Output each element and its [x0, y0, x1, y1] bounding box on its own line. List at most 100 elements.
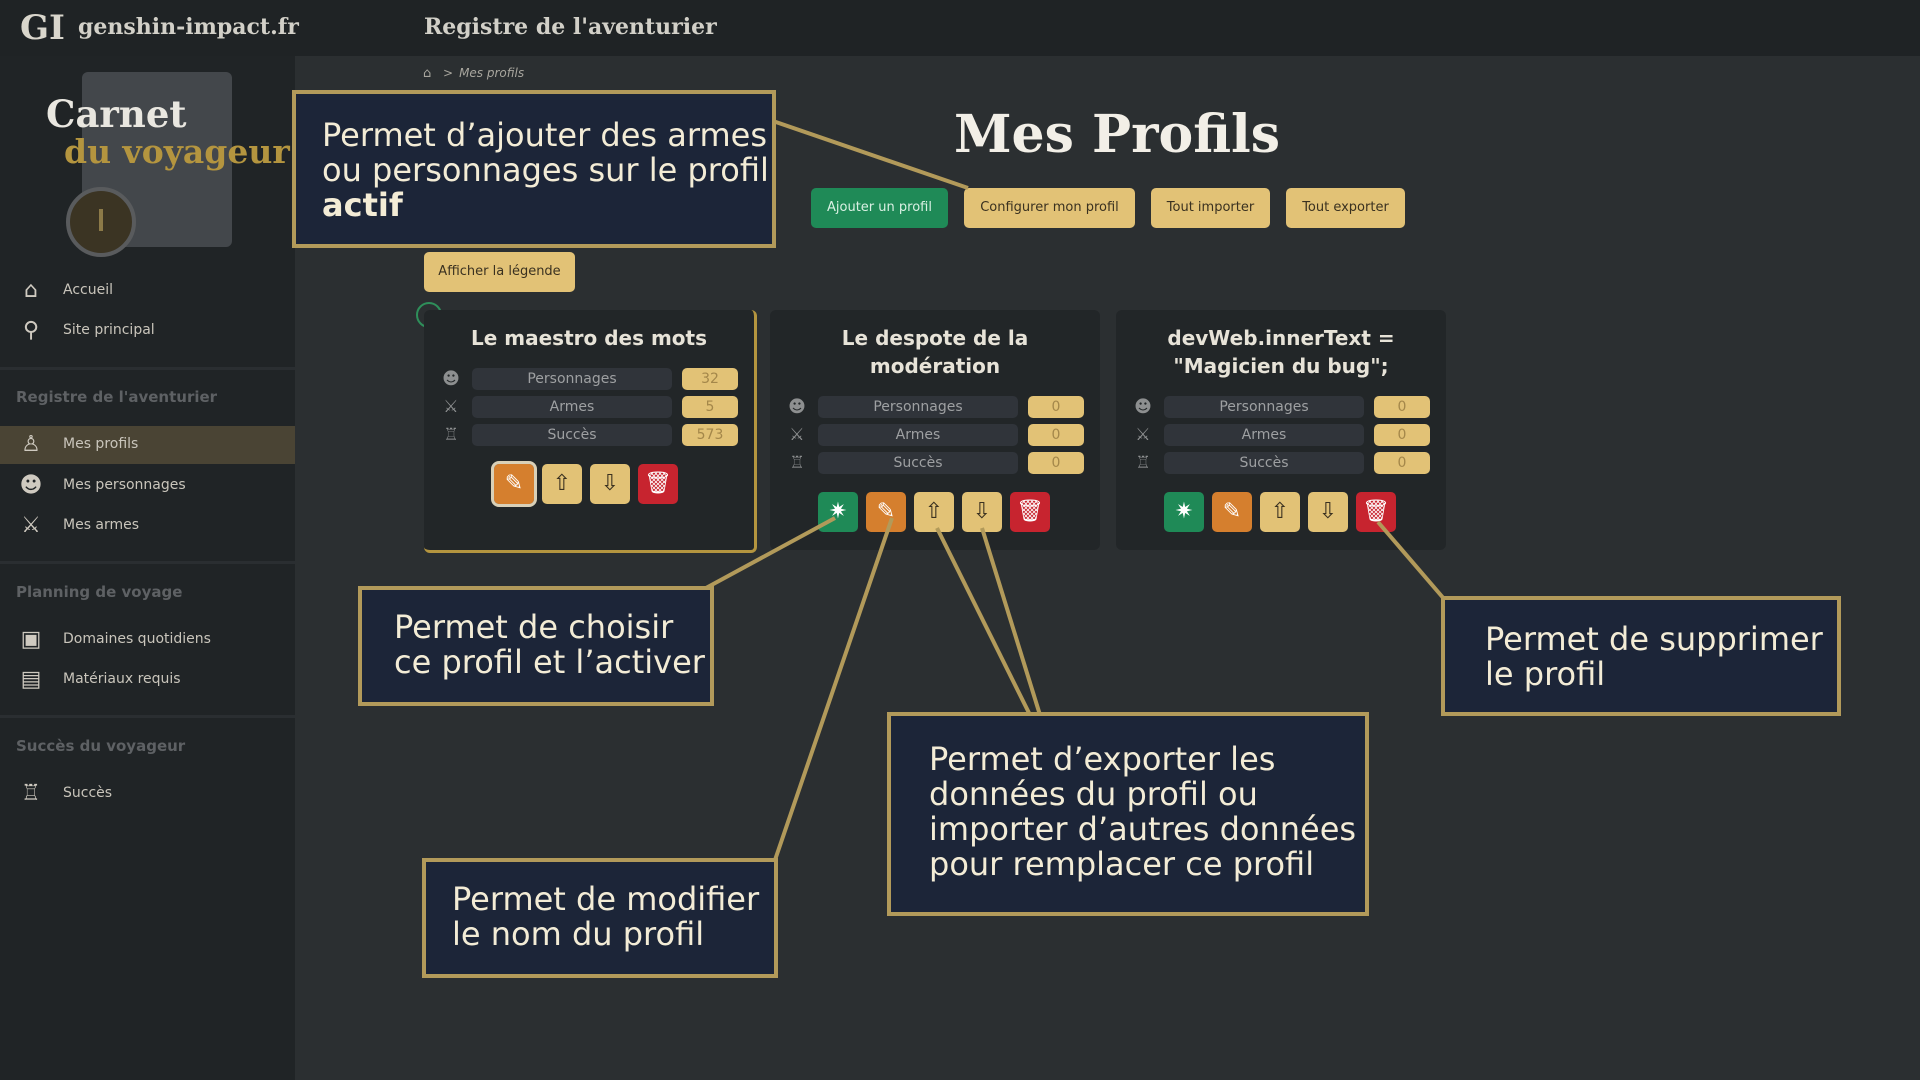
character-icon: ☻ — [442, 369, 460, 389]
stat-label: Personnages — [472, 368, 672, 390]
callout-text: importer d’autres données — [929, 810, 1357, 848]
stat-label: Succès — [472, 424, 672, 446]
callout-text: le nom du profil — [452, 915, 705, 953]
sidebar-item-label: Mes armes — [63, 517, 140, 533]
trophy-icon: ♖ — [21, 781, 41, 806]
profile-name-line2: "Magicien du bug"; — [1173, 354, 1389, 378]
brand-title[interactable]: Carnet — [46, 92, 187, 136]
sidebar-item-label: Succès — [63, 785, 113, 801]
rename-profile-button[interactable]: ✎ — [866, 492, 906, 532]
sword-icon: ⚔ — [789, 425, 805, 445]
delete-profile-button[interactable]: 🗑 — [638, 464, 678, 504]
site-name-link[interactable]: genshin-impact.fr — [78, 14, 299, 40]
export-profile-button[interactable]: ⇧ — [542, 464, 582, 504]
stat-label: Personnages — [1164, 396, 1364, 418]
profile-card: Le despote de la modération ☻ Personnage… — [770, 310, 1100, 550]
callout-export-import-profile: Permet d’exporter les données du profil … — [887, 712, 1369, 916]
upload-icon: ⇧ — [924, 499, 944, 524]
calendar-icon: ▣ — [20, 627, 42, 652]
activate-profile-button[interactable]: ✷ — [1164, 492, 1204, 532]
sidebar-item-mes-armes[interactable]: ⚔ Mes armes — [0, 507, 295, 545]
sidebar-item-accueil[interactable]: ⌂ Accueil — [0, 272, 295, 310]
stat-label: Armes — [818, 424, 1018, 446]
breadcrumb-separator: > — [443, 66, 454, 80]
brand-subtitle[interactable]: du voyageur — [64, 132, 290, 171]
activate-profile-button[interactable]: ✷ — [818, 492, 858, 532]
export-all-button[interactable]: Tout exporter — [1286, 188, 1405, 228]
sword-icon: ⚔ — [21, 513, 41, 538]
breadcrumb-current: Mes profils — [459, 66, 525, 80]
profile-card: Le maestro des mots ☻ Personnages 32 ⚔ A… — [424, 310, 757, 553]
sidebar-item-mes-profils[interactable]: ♙ Mes profils — [0, 426, 295, 464]
sidebar: Carnet du voyageur ⌂ Accueil ⚲ Site prin… — [0, 56, 295, 1080]
stat-label: Succès — [818, 452, 1018, 474]
sidebar-section-registre: Registre de l'aventurier — [16, 388, 218, 406]
sidebar-item-site-principal[interactable]: ⚲ Site principal — [0, 312, 295, 350]
callout-text-strong: actif — [322, 186, 403, 224]
download-icon: ⇩ — [972, 499, 992, 524]
callout-text: Permet de modifier — [452, 880, 760, 918]
select-cursor-icon: ✷ — [1174, 499, 1194, 524]
stat-label: Armes — [472, 396, 672, 418]
stat-value: 0 — [1374, 396, 1430, 418]
import-profile-button[interactable]: ⇩ — [962, 492, 1002, 532]
breadcrumb: ⌂ > Mes profils — [423, 66, 524, 81]
callout-text: Permet d’ajouter des armes — [322, 116, 767, 154]
sidebar-item-domaines-quotidiens[interactable]: ▣ Domaines quotidiens — [0, 621, 295, 659]
trophy-icon: ♖ — [789, 453, 805, 473]
sidebar-item-label: Domaines quotidiens — [63, 631, 211, 647]
rename-profile-button[interactable]: ✎ — [491, 461, 537, 507]
site-logo[interactable]: GI — [20, 8, 65, 48]
stat-value: 0 — [1374, 452, 1430, 474]
callout-text: Permet de choisir — [394, 608, 674, 646]
profile-name-line2: modération — [869, 354, 1001, 378]
stat-value: 0 — [1028, 452, 1084, 474]
header-section-title: Registre de l'aventurier — [424, 14, 717, 40]
profile-card: devWeb.innerText = "Magicien du bug"; ☻ … — [1116, 310, 1446, 550]
export-profile-button[interactable]: ⇧ — [914, 492, 954, 532]
callout-configure-profile: Permet d’ajouter des armes ou personnage… — [292, 90, 776, 248]
pencil-icon: ✎ — [1222, 499, 1242, 524]
materials-icon: ▤ — [20, 667, 42, 692]
import-profile-button[interactable]: ⇩ — [1308, 492, 1348, 532]
person-pin-icon: ⚲ — [22, 318, 40, 343]
sidebar-divider — [0, 715, 295, 718]
home-icon: ⌂ — [24, 278, 38, 303]
import-profile-button[interactable]: ⇩ — [590, 464, 630, 504]
sidebar-item-label: Mes profils — [63, 436, 139, 452]
callout-text: pour remplacer ce profil — [929, 845, 1315, 883]
delete-profile-button[interactable]: 🗑 — [1356, 492, 1396, 532]
stat-label: Armes — [1164, 424, 1364, 446]
stat-label: Succès — [1164, 452, 1364, 474]
profile-icon: ♙ — [21, 432, 41, 457]
character-icon: ☻ — [19, 473, 43, 498]
upload-icon: ⇧ — [1270, 499, 1290, 524]
pencil-icon: ✎ — [504, 471, 524, 496]
sword-icon: ⚔ — [1135, 425, 1151, 445]
sidebar-item-succes[interactable]: ♖ Succès — [0, 775, 295, 813]
callout-delete-profile: Permet de supprimer le profil — [1441, 596, 1841, 716]
home-icon[interactable]: ⌂ — [423, 66, 432, 81]
compass-icon — [66, 187, 136, 257]
sidebar-item-label: Site principal — [63, 322, 155, 338]
show-legend-button[interactable]: Afficher la légende — [424, 252, 575, 292]
add-profile-button[interactable]: Ajouter un profil — [811, 188, 948, 228]
page-title: Mes Profils — [954, 104, 1281, 165]
rename-profile-button[interactable]: ✎ — [1212, 492, 1252, 532]
trophy-icon: ♖ — [1135, 453, 1151, 473]
stat-value: 0 — [1028, 396, 1084, 418]
sidebar-item-mes-personnages[interactable]: ☻ Mes personnages — [0, 467, 295, 505]
configure-profile-button[interactable]: Configurer mon profil — [964, 188, 1135, 228]
import-all-button[interactable]: Tout importer — [1151, 188, 1270, 228]
stat-value: 0 — [1374, 424, 1430, 446]
profile-name: devWeb.innerText = — [1167, 326, 1395, 350]
callout-text: ou personnages sur le profil — [322, 151, 769, 189]
trash-icon: 🗑 — [1016, 499, 1044, 524]
trash-icon: 🗑 — [644, 471, 672, 496]
export-profile-button[interactable]: ⇧ — [1260, 492, 1300, 532]
sidebar-item-label: Mes personnages — [63, 477, 186, 493]
sidebar-item-materiaux-requis[interactable]: ▤ Matériaux requis — [0, 661, 295, 699]
delete-profile-button[interactable]: 🗑 — [1010, 492, 1050, 532]
upload-icon: ⇧ — [552, 471, 572, 496]
callout-text: données du profil ou — [929, 775, 1258, 813]
